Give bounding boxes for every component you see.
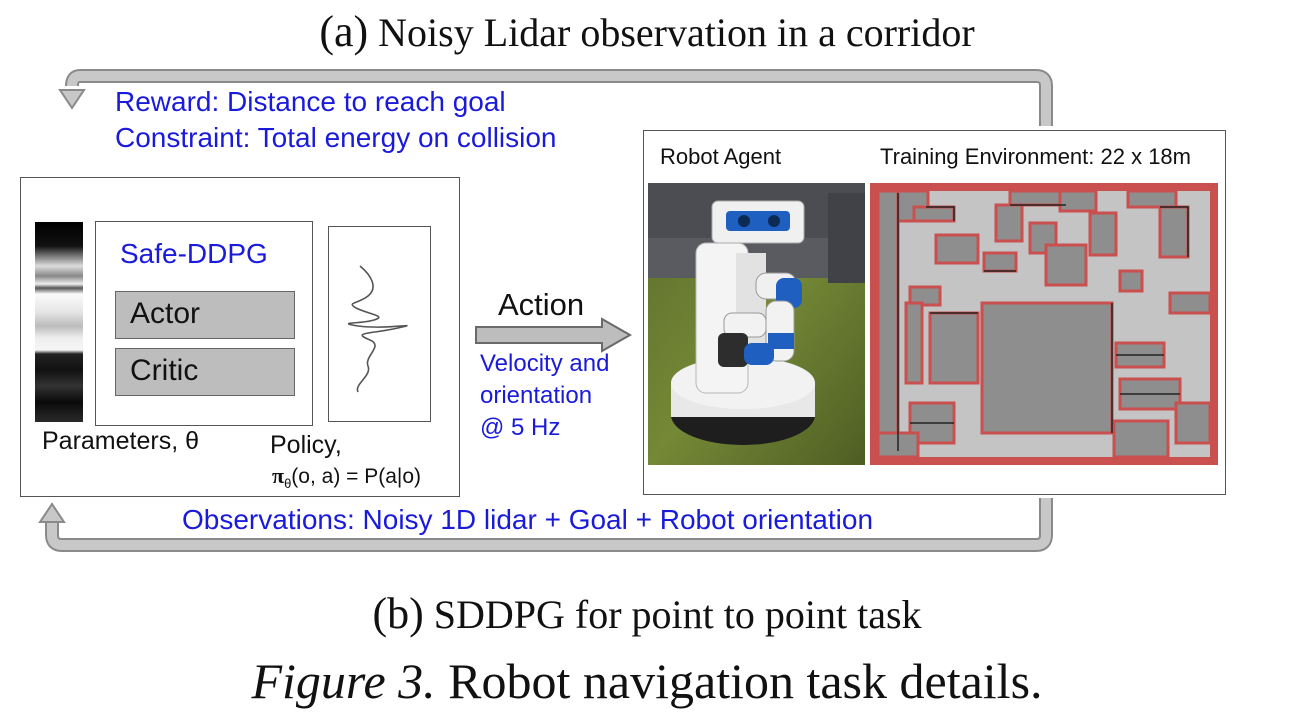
robot-agent-photo bbox=[648, 183, 865, 465]
figure-caption-text: Robot navigation task details. bbox=[435, 653, 1043, 709]
figure-caption-label: Figure 3. bbox=[251, 653, 436, 709]
training-environment-map bbox=[870, 183, 1218, 465]
caption-b-text: SDDPG for point to point task bbox=[423, 592, 922, 637]
actor-block: Actor bbox=[115, 291, 295, 339]
critic-block: Critic bbox=[115, 348, 295, 396]
action-arrow bbox=[475, 317, 633, 353]
caption-a-label: (a) bbox=[319, 7, 369, 56]
policy-expression: (o, a) = P(a|o) bbox=[291, 465, 422, 488]
caption-b: (b) SDDPG for point to point task bbox=[0, 588, 1294, 641]
action-detail-line-3: @ 5 Hz bbox=[480, 414, 561, 441]
action-detail-line-1: Velocity and bbox=[480, 350, 610, 377]
reward-text: Reward: Distance to reach goal bbox=[115, 86, 506, 117]
constraint-text: Constraint: Total energy on collision bbox=[115, 122, 557, 153]
caption-a: (a) Noisy Lidar observation in a corrido… bbox=[0, 6, 1294, 59]
caption-b-label: (b) bbox=[372, 589, 424, 638]
policy-label: Policy, bbox=[270, 431, 342, 459]
observations-text: Observations: Noisy 1D lidar + Goal + Ro… bbox=[182, 504, 874, 535]
policy-theta-subscript: θ bbox=[284, 476, 292, 492]
training-environment-label: Training Environment: 22 x 18m bbox=[880, 144, 1191, 169]
observation-arrowhead bbox=[38, 502, 66, 523]
policy-distribution-box bbox=[328, 226, 431, 422]
lidar-observation-strip bbox=[35, 222, 83, 422]
policy-distribution-curve bbox=[348, 265, 408, 393]
reward-arrowhead bbox=[58, 89, 86, 110]
parameters-label: Parameters, θ bbox=[42, 427, 200, 455]
policy-formula: πθ(o, a) = P(a|o) bbox=[272, 462, 421, 498]
safe-ddpg-label: Safe-DDPG bbox=[120, 238, 268, 269]
caption-a-text: Noisy Lidar observation in a corridor bbox=[368, 10, 975, 55]
action-label: Action bbox=[498, 287, 585, 322]
action-detail-line-2: orientation bbox=[480, 382, 593, 409]
figure-caption: Figure 3. Robot navigation task details. bbox=[0, 650, 1294, 712]
policy-pi-symbol: π bbox=[272, 463, 285, 488]
robot-agent-label: Robot Agent bbox=[660, 144, 782, 169]
